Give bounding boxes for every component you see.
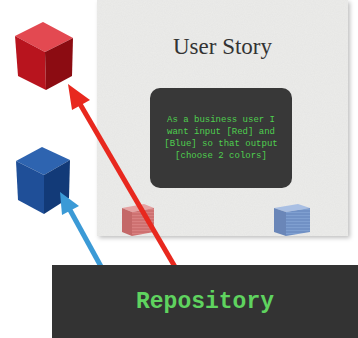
story-text-box: As a business user I want input [Red] an… bbox=[150, 88, 292, 188]
repository-label: Repository bbox=[52, 289, 358, 315]
small-blue-cube bbox=[274, 204, 310, 236]
card-title: User Story bbox=[97, 34, 348, 60]
repository-box: Repository bbox=[52, 265, 358, 338]
red-cube bbox=[15, 22, 73, 90]
story-card: User Story As a business user I want inpu… bbox=[97, 0, 348, 236]
blue-arrow bbox=[60, 192, 104, 272]
story-text: As a business user I want input [Red] an… bbox=[150, 114, 292, 162]
